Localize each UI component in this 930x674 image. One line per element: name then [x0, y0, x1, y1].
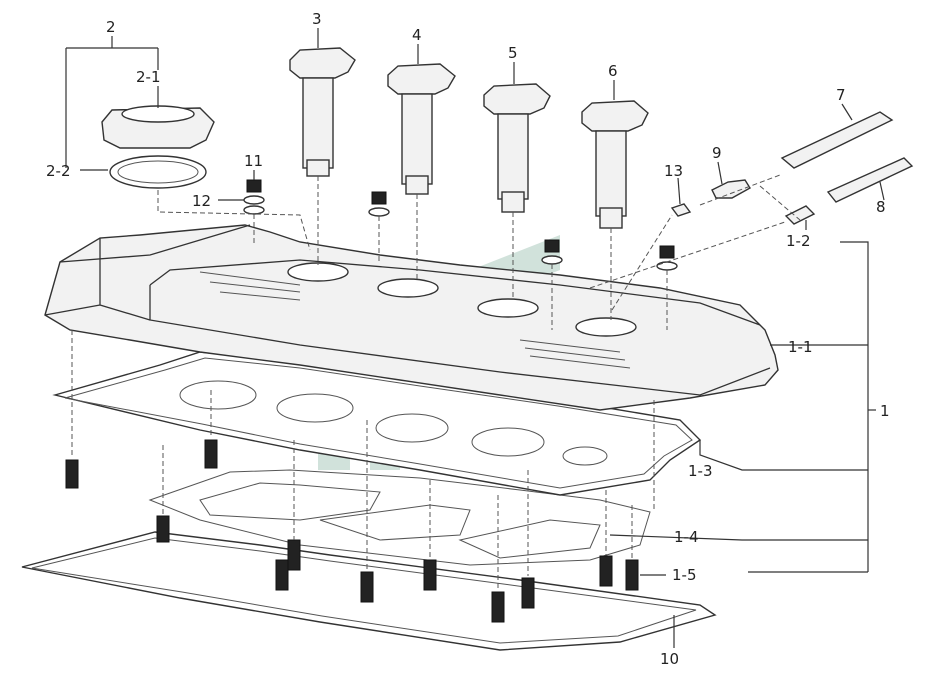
label-4: 4: [412, 26, 422, 44]
valve-cover: [44, 224, 779, 411]
leader-lines: [65, 28, 885, 648]
ignition-coil-4: [387, 63, 456, 195]
label-7: 7: [836, 86, 846, 104]
label-11: 11: [244, 152, 263, 170]
pcv-valve-9: [711, 179, 751, 199]
label-1-2: 1-2: [786, 232, 811, 250]
assembly-guides: [71, 174, 801, 590]
hose-8: [826, 157, 914, 203]
label-9: 9: [712, 144, 722, 162]
label-1-4: 1-4: [674, 528, 699, 546]
label-3: 3: [312, 10, 322, 28]
label-1-1: 1-1: [788, 338, 813, 356]
label-1-3: 1-3: [688, 462, 713, 480]
hose-7: [780, 111, 894, 169]
ignition-coil-6: [581, 100, 649, 229]
label-2: 2: [106, 18, 116, 36]
label-1: 1: [880, 402, 890, 420]
label-2-2: 2-2: [46, 162, 71, 180]
fitting-1-2: [784, 205, 816, 225]
ignition-coil-3: [289, 47, 356, 177]
label-13: 13: [664, 162, 683, 180]
grommet-bolts-top: [243, 179, 678, 271]
label-12: 12: [192, 192, 211, 210]
label-5: 5: [508, 44, 518, 62]
label-10: 10: [660, 650, 679, 668]
callout-labels: 2 2-1 2-2 3 4 5 6 7 8 9 13 11 12 1-2 1-1…: [46, 10, 890, 668]
label-8: 8: [876, 198, 886, 216]
label-1-5: 1-5: [672, 566, 697, 584]
cap-gasket: [109, 155, 207, 189]
fitting-13: [670, 203, 692, 217]
oil-filler-cap: [101, 105, 215, 149]
cover-gasket: [52, 351, 702, 496]
label-6: 6: [608, 62, 618, 80]
cover-bolts: [65, 439, 639, 623]
ignition-coil-5: [483, 83, 551, 213]
label-2-1: 2-1: [136, 68, 161, 86]
